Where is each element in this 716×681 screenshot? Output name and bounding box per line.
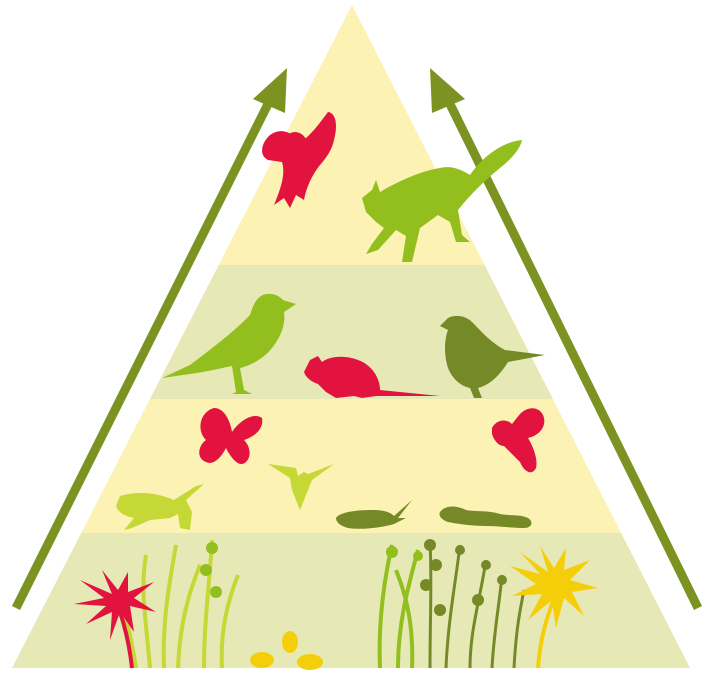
tier-top-predators [0, 0, 716, 265]
